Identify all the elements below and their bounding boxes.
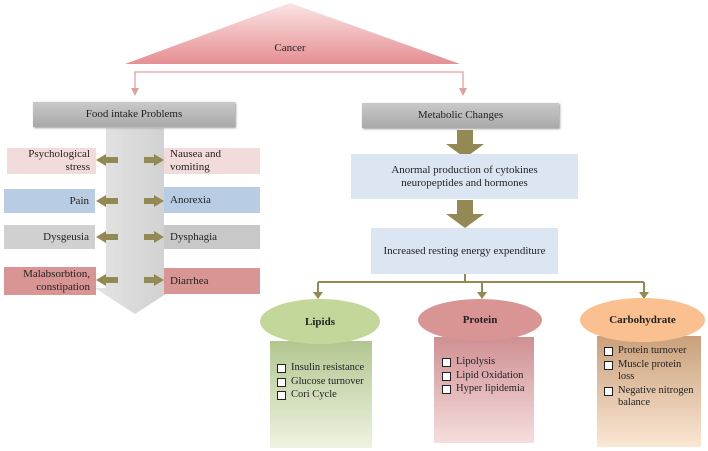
symptom-dysphagia: Dysphagia xyxy=(164,225,260,249)
carbohydrate-box xyxy=(597,336,701,447)
right-pointing-arrows xyxy=(144,154,164,286)
list-item: Lipolysis xyxy=(440,356,530,369)
list-item: Negative nitrogen balance xyxy=(602,385,700,410)
list-item: Muscle protein loss xyxy=(602,359,700,384)
food-intake-arrow xyxy=(95,128,175,314)
list-item: Insulin resistance xyxy=(275,362,370,375)
carbohydrate-list: Protein turnover Muscle protein loss Neg… xyxy=(602,345,700,411)
list-item: Glucose turnover xyxy=(275,376,370,389)
list-item: Hyper lipidemia xyxy=(440,383,530,396)
food-intake-header: Food intake Problems xyxy=(33,102,235,127)
list-item: Cori Cycle xyxy=(275,389,370,402)
symptom-psychological-stress: Psychological stress xyxy=(7,148,96,174)
list-item: Protein turnover xyxy=(602,345,700,358)
metabolic-flow-arrows xyxy=(446,130,484,228)
symptom-dysgeusia: Dysgeusia xyxy=(4,225,95,249)
cytokines-box: Anormal production of cytokines neuropep… xyxy=(351,154,578,199)
metabolic-changes-header: Metabolic Changes xyxy=(362,103,559,128)
carbohydrate-ellipse: Carbohydrate xyxy=(580,298,705,342)
root-connector xyxy=(134,71,464,90)
energy-expenditure-box: Increased resting energy expenditure xyxy=(371,228,558,274)
symptom-diarrhea: Diarrhea xyxy=(164,268,260,294)
left-pointing-arrows xyxy=(96,154,118,286)
lipids-ellipse: Lipids xyxy=(260,299,380,344)
lipids-list: Insulin resistance Glucose turnover Cori… xyxy=(275,362,370,403)
symptom-malabsorbtion: Malabsorbtion, constipation xyxy=(4,267,96,295)
list-item: Lipid Oxidation xyxy=(440,370,530,383)
cancer-triangle xyxy=(125,3,460,64)
symptom-nausea: Nausea and vomiting xyxy=(164,148,260,174)
protein-ellipse: Protein xyxy=(418,299,542,341)
symptom-pain: Pain xyxy=(4,189,95,213)
lipids-box xyxy=(270,341,372,448)
cancer-label: Cancer xyxy=(274,41,306,54)
symptom-anorexia: Anorexia xyxy=(164,187,260,213)
protein-list: Lipolysis Lipid Oxidation Hyper lipidemi… xyxy=(440,356,530,397)
